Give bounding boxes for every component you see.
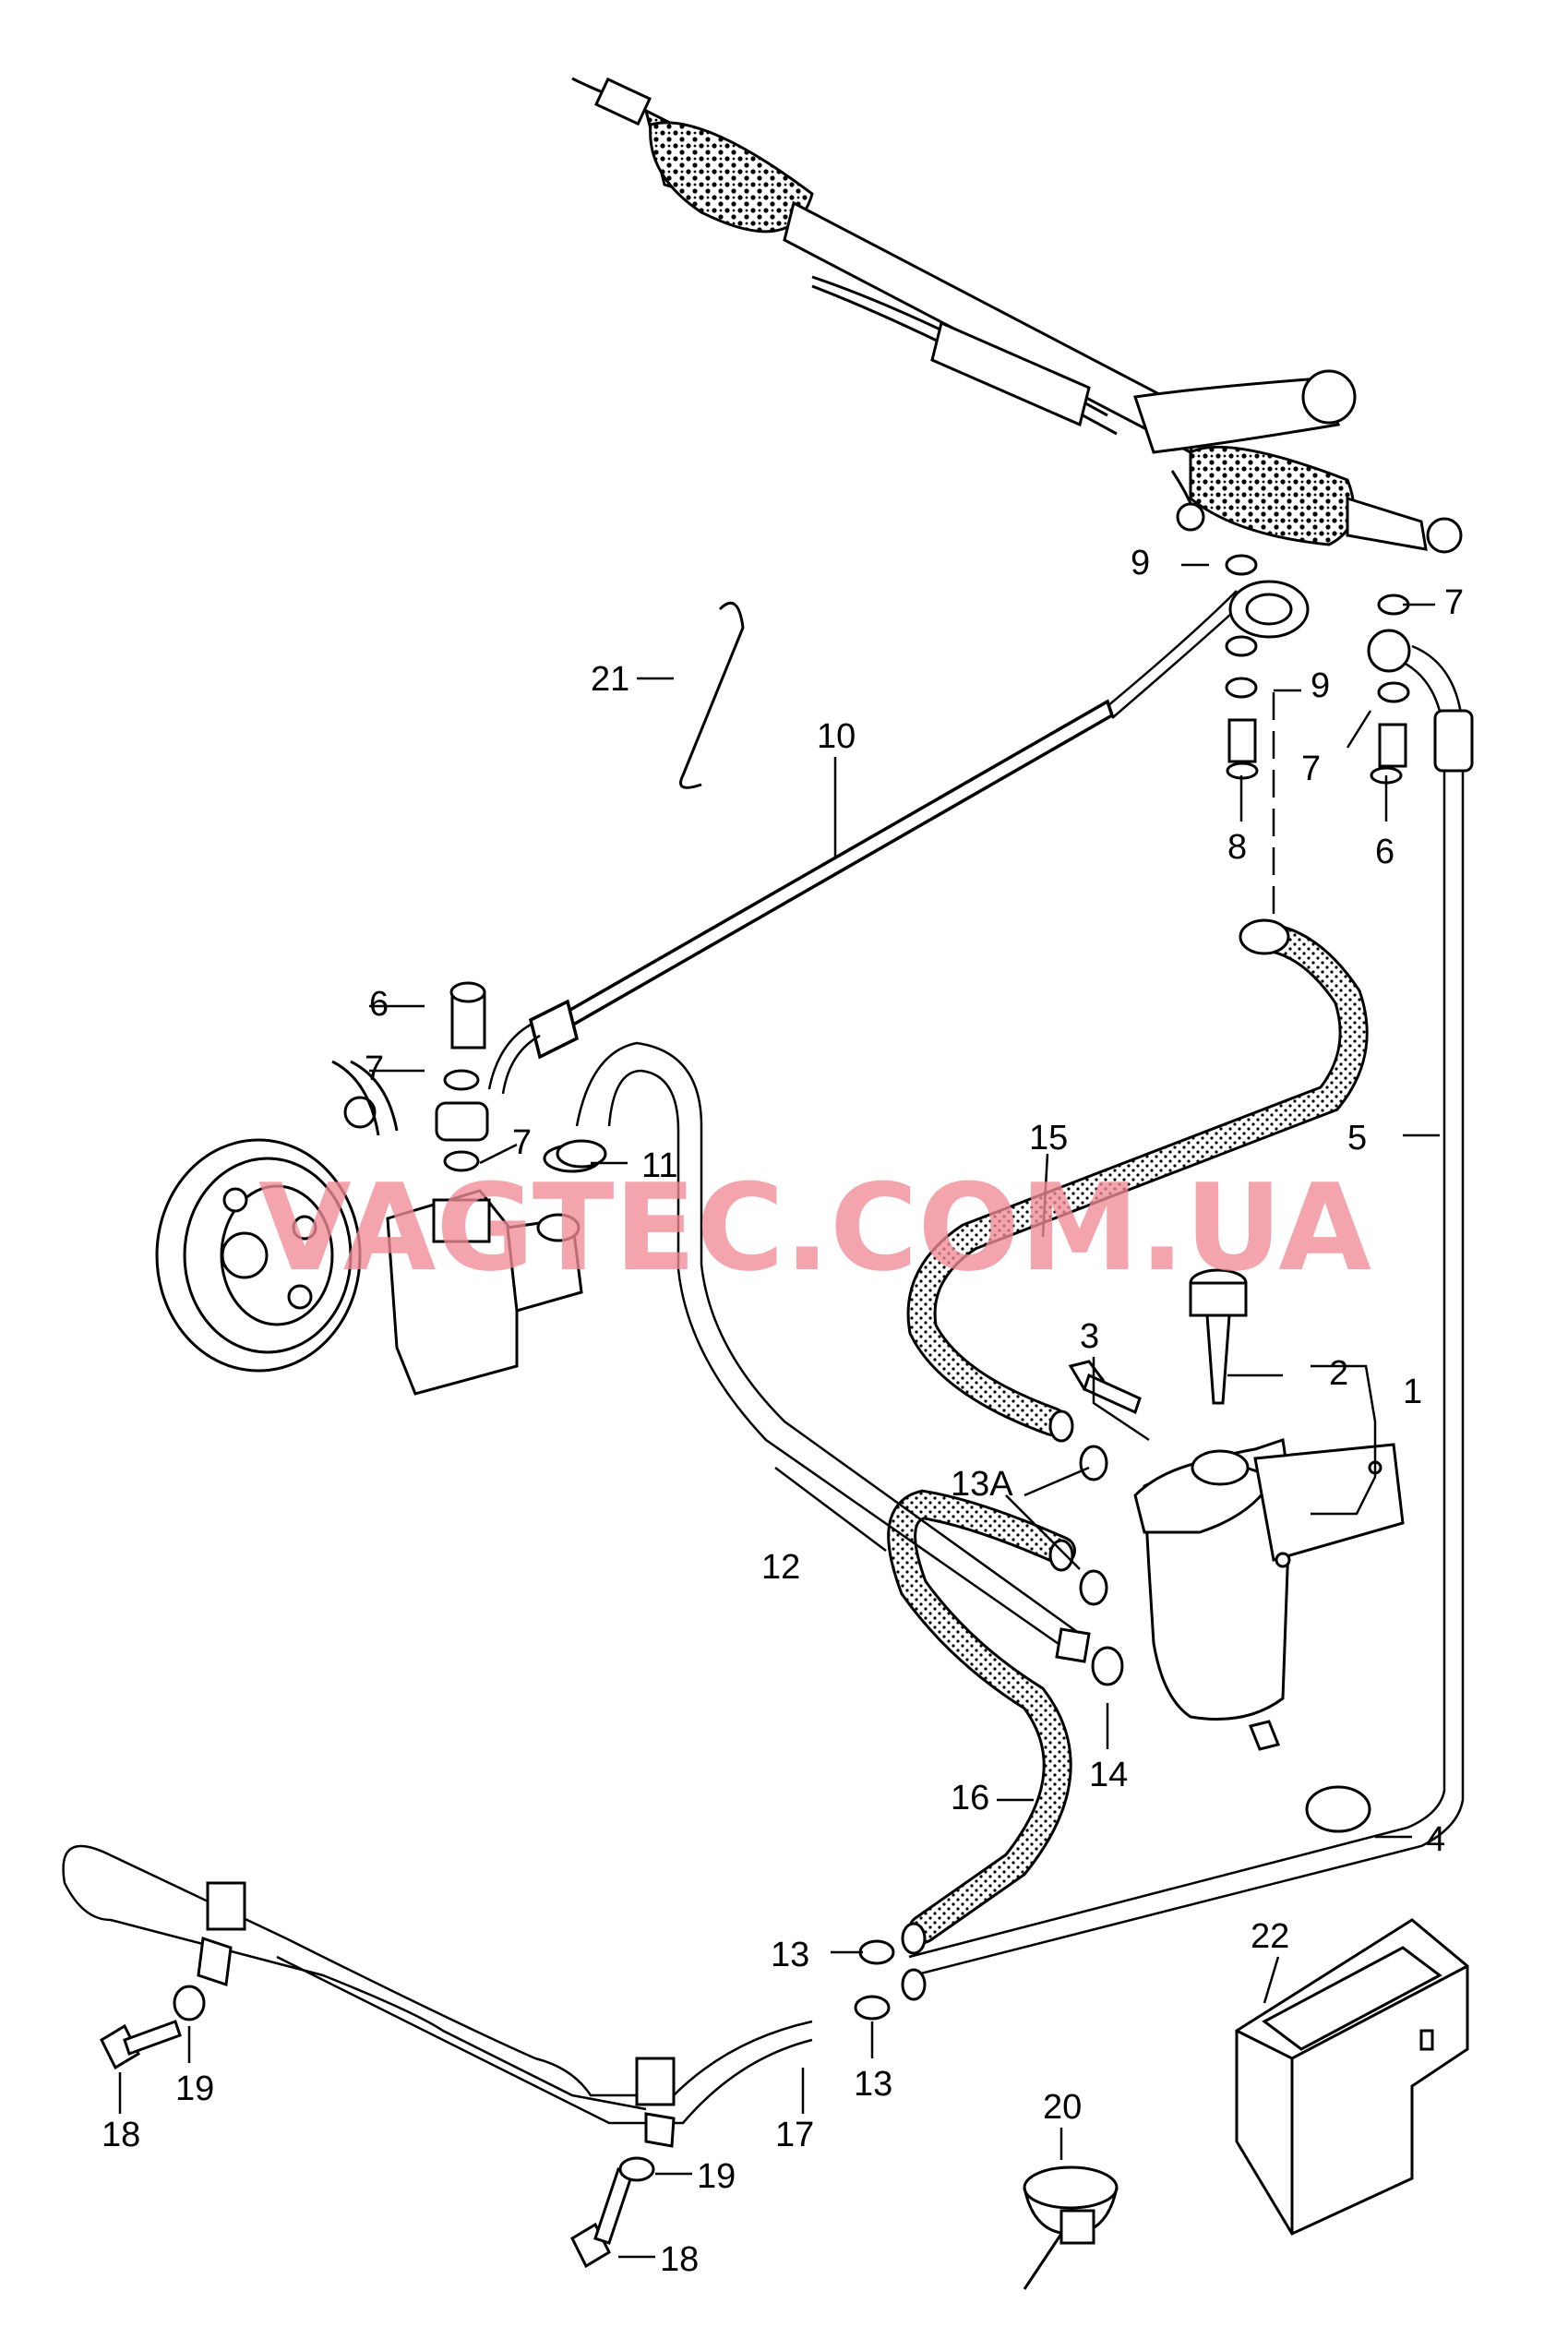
bolt-18-upper xyxy=(100,2020,182,2070)
hose-clamp-20 xyxy=(1023,2165,1119,2290)
cooler-line-17 xyxy=(62,1844,813,2148)
watermark: VAGTEC.COM.UA xyxy=(258,1158,1371,1298)
callout-7b: 7 xyxy=(512,1123,532,1162)
callout-7d: 7 xyxy=(1301,750,1321,788)
callout-1: 1 xyxy=(1403,1373,1422,1411)
callout-11: 11 xyxy=(641,1146,677,1185)
callout-9a: 9 xyxy=(1131,544,1150,582)
spring-clip-21 xyxy=(679,601,745,789)
callout-16: 16 xyxy=(951,1779,989,1817)
callout-12: 12 xyxy=(761,1548,800,1587)
callout-4: 4 xyxy=(1426,1820,1445,1859)
callout-15: 15 xyxy=(1029,1119,1068,1158)
steering-rack xyxy=(571,77,1463,554)
callout-7c: 7 xyxy=(1444,583,1464,622)
callout-13a: 13 xyxy=(771,1936,809,1974)
washer-19-upper xyxy=(173,1985,206,2021)
callout-20: 20 xyxy=(1043,2088,1082,2127)
callout-10: 10 xyxy=(817,717,856,756)
power-steering-pump xyxy=(155,1060,583,1396)
callout-8: 8 xyxy=(1227,828,1247,867)
callout-22: 22 xyxy=(1251,1917,1289,1956)
callout-labels: 1 2 3 4 5 6 6 7 7 7 7 8 9 9 10 11 12 13 … xyxy=(102,544,1464,2279)
callout-18b: 18 xyxy=(660,2240,699,2279)
callout-13b: 13 xyxy=(854,2065,892,2104)
callout-19a: 19 xyxy=(175,2069,214,2108)
callout-5: 5 xyxy=(1347,1119,1367,1158)
pressure-hose-10 xyxy=(487,580,1310,1095)
callout-18a: 18 xyxy=(102,2116,140,2154)
hose-16 xyxy=(887,1489,1076,2001)
callout-14: 14 xyxy=(1089,1756,1128,1794)
callout-19b: 19 xyxy=(697,2157,736,2196)
bolt-18-lower xyxy=(570,2167,634,2269)
leader-lines xyxy=(118,563,1440,2259)
callout-9b: 9 xyxy=(1311,666,1330,705)
reservoir-cap-dipstick xyxy=(1189,1268,1248,1405)
callout-21: 21 xyxy=(591,660,629,699)
rack-fittings xyxy=(1225,554,1410,785)
washer-19-lower xyxy=(618,2156,655,2182)
callout-2: 2 xyxy=(1329,1354,1348,1393)
callout-7a: 7 xyxy=(365,1050,384,1088)
fluid-reservoir xyxy=(1133,1438,1405,1721)
cap-4 xyxy=(1248,1720,1371,1833)
callout-3: 3 xyxy=(1080,1317,1099,1356)
callout-6b: 6 xyxy=(1375,833,1394,871)
callout-6a: 6 xyxy=(369,985,389,1024)
cover-22 xyxy=(1235,1918,1469,2236)
callout-17: 17 xyxy=(775,2116,814,2154)
hose-clamps xyxy=(556,1139,1124,2021)
bolt-3 xyxy=(1068,1360,1142,1415)
return-hose-5 xyxy=(908,629,1474,1977)
callout-13A: 13A xyxy=(951,1465,1013,1504)
suction-hose-12 xyxy=(575,1041,1091,1663)
return-hose-15 xyxy=(906,918,1369,1443)
